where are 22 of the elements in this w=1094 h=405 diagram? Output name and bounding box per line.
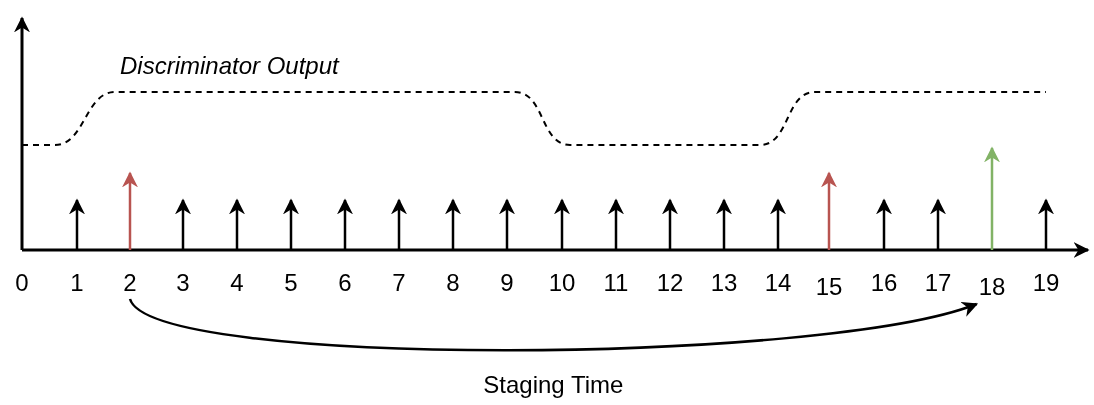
tick-label: 3 — [176, 270, 190, 296]
tick-label: 9 — [500, 270, 514, 296]
tick-label: 17 — [924, 270, 952, 296]
tick-label: 10 — [548, 270, 576, 296]
curved-arrow — [129, 298, 979, 352]
tick-label: 2 — [123, 270, 137, 296]
tick-label: 8 — [446, 270, 460, 296]
tick-label: 19 — [1032, 270, 1060, 296]
tick-label: 6 — [338, 270, 352, 296]
tick-label: 11 — [603, 270, 629, 296]
tick-label: 15 — [815, 274, 843, 300]
tick-label: 13 — [710, 270, 738, 296]
tick-label: 1 — [70, 270, 84, 296]
tick-label: 18 — [978, 274, 1006, 300]
tick-label: 7 — [392, 270, 406, 296]
signal-label: Discriminator Output — [120, 53, 339, 79]
tick-label: 5 — [284, 270, 298, 296]
tick-label: 16 — [870, 270, 898, 296]
tick-label: 4 — [230, 270, 244, 296]
tick-label: 12 — [656, 270, 684, 296]
tick-label: 14 — [764, 270, 792, 296]
tick-label: 0 — [15, 270, 29, 296]
